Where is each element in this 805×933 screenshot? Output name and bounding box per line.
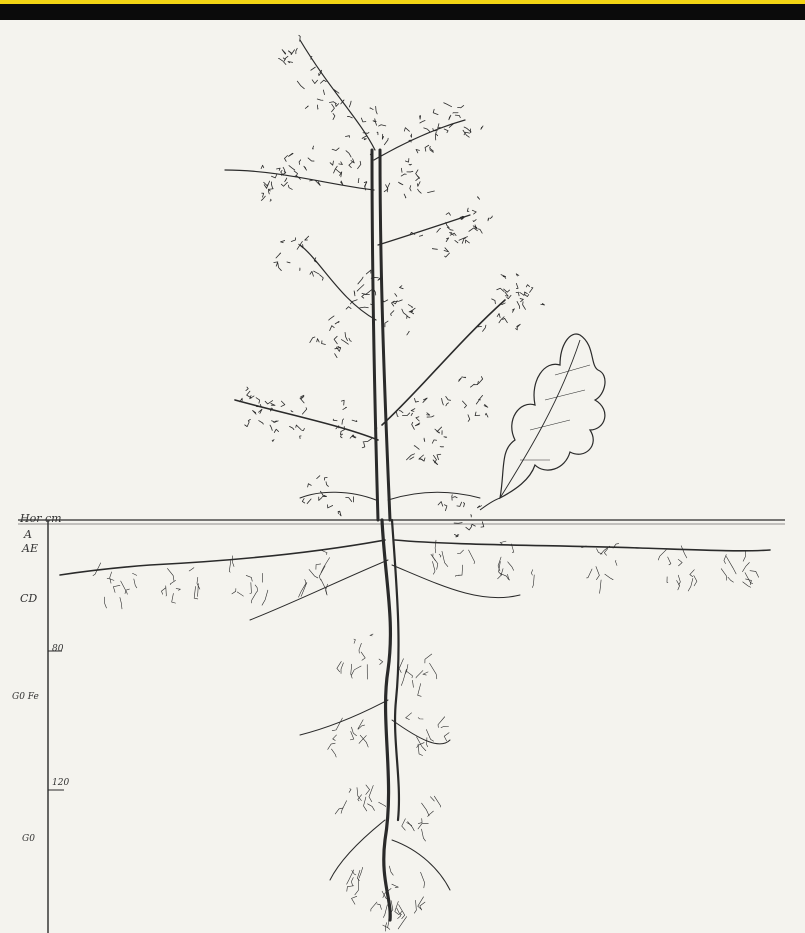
depth-label-80: 80: [52, 644, 64, 654]
illustration-canvas: Hor cm A AE CD 80 G0 Fe 120 G0: [0, 20, 805, 933]
horizon-label-ae: AE: [22, 542, 38, 555]
oak-illustration: [18, 34, 785, 933]
top-frame-bar: [0, 0, 805, 20]
ground-label: Hor cm: [20, 512, 62, 525]
horizon-label-g0fe: G0 Fe: [12, 692, 39, 702]
horizon-label-g0: G0: [22, 834, 35, 844]
horizon-label-cd: CD: [20, 592, 38, 605]
oak-leaf-drawing: [479, 333, 606, 511]
root-system-drawing: [59, 518, 771, 932]
oak-tree-drawing: [224, 34, 545, 538]
top-frame-accent: [0, 0, 805, 4]
depth-label-120: 120: [52, 778, 70, 788]
horizon-label-a: A: [24, 528, 32, 541]
